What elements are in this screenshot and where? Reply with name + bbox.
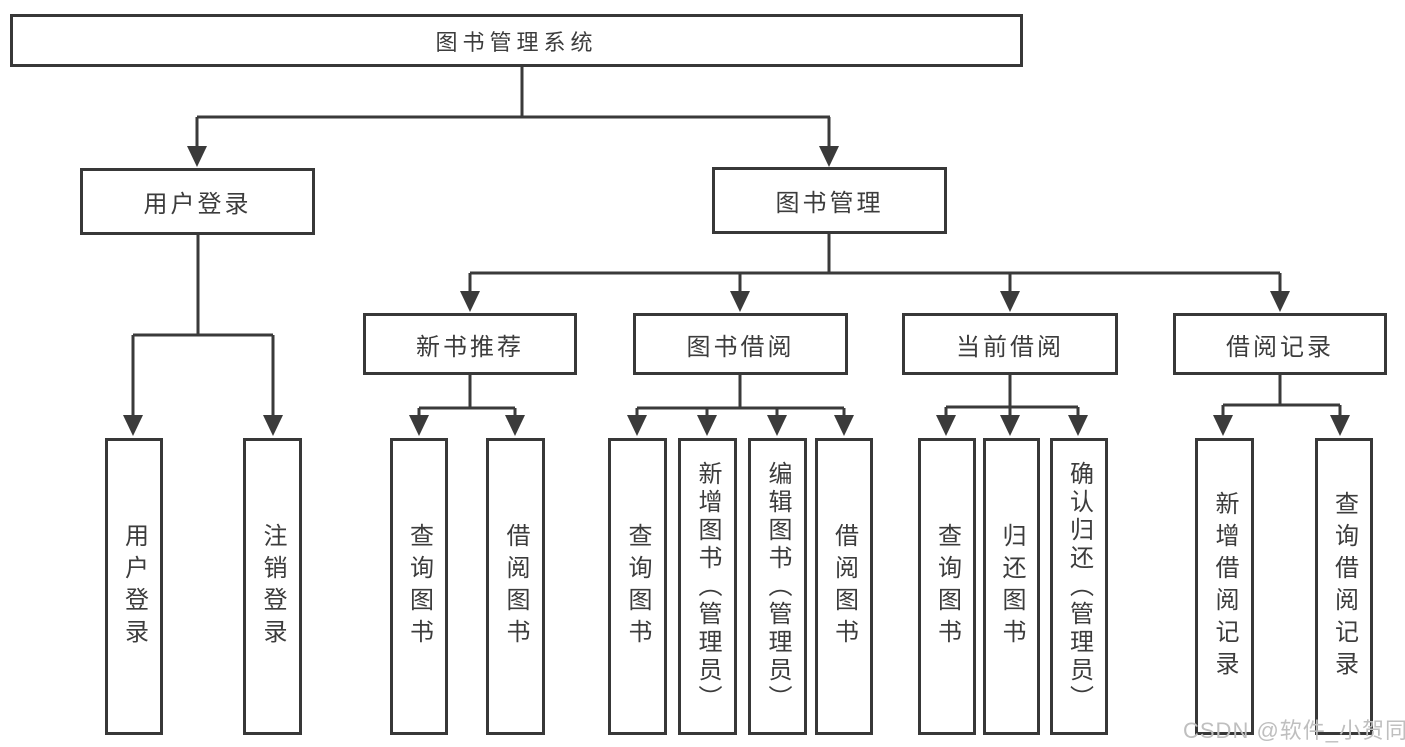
node-add-borrow-record: 新增借阅记录	[1195, 438, 1254, 735]
node-query-books-current: 查询图书	[918, 438, 976, 735]
node-query-borrow-record-label: 查询借阅记录	[1330, 490, 1358, 683]
node-book-management: 图书管理	[712, 167, 947, 234]
node-borrow-books: 借阅图书	[815, 438, 873, 735]
node-logout-label: 注销登录	[259, 522, 286, 651]
node-query-books-borrow-label: 查询图书	[624, 522, 651, 651]
node-query-books-recommend: 查询图书	[390, 438, 448, 735]
node-new-book-recommend-label: 新书推荐	[416, 333, 524, 361]
node-logout: 注销登录	[243, 438, 302, 735]
csdn-watermark: CSDN @软件_小贺同学	[1183, 718, 1405, 743]
node-user-login: 用户登录	[105, 438, 163, 735]
arrowheads	[123, 146, 1350, 436]
node-book-management-label: 图书管理	[775, 190, 884, 217]
node-borrow-records: 借阅记录	[1173, 313, 1387, 375]
node-library-system: 图书管理系统	[10, 14, 1023, 67]
node-borrow-books-recommend: 借阅图书	[486, 438, 545, 735]
node-query-books-current-label: 查询图书	[933, 522, 961, 651]
node-return-books-label: 归还图书	[998, 522, 1025, 651]
node-library-system-label: 图书管理系统	[435, 29, 598, 55]
node-confirm-return-admin: 确认归还（管理员）	[1050, 438, 1108, 735]
node-current-borrow: 当前借阅	[902, 313, 1118, 375]
node-query-books-recommend-label: 查询图书	[405, 522, 433, 651]
node-borrow-books-label: 借阅图书	[830, 522, 858, 651]
node-edit-book-admin: 编辑图书（管理员）	[748, 438, 807, 735]
node-edit-book-admin-label: 编辑图书（管理员）	[764, 460, 791, 713]
node-query-books-borrow: 查询图书	[608, 438, 667, 735]
node-current-borrow-label: 当前借阅	[956, 333, 1064, 361]
node-book-borrow: 图书借阅	[633, 313, 848, 375]
node-add-book-admin-label: 新增图书（管理员）	[694, 460, 721, 713]
node-book-borrow-label: 图书借阅	[686, 333, 795, 361]
node-add-book-admin: 新增图书（管理员）	[678, 438, 737, 735]
node-add-borrow-record-label: 新增借阅记录	[1211, 490, 1238, 683]
node-query-borrow-record: 查询借阅记录	[1315, 438, 1373, 735]
node-user-login-label: 用户登录	[120, 522, 148, 651]
node-borrow-records-label: 借阅记录	[1226, 333, 1334, 361]
node-new-book-recommend: 新书推荐	[363, 313, 577, 375]
node-borrow-books-recommend-label: 借阅图书	[502, 522, 529, 651]
node-user-login-group: 用户登录	[80, 168, 315, 235]
node-return-books: 归还图书	[983, 438, 1040, 735]
node-user-login-group-label: 用户登录	[143, 191, 252, 218]
node-confirm-return-admin-label: 确认归还（管理员）	[1065, 460, 1093, 713]
